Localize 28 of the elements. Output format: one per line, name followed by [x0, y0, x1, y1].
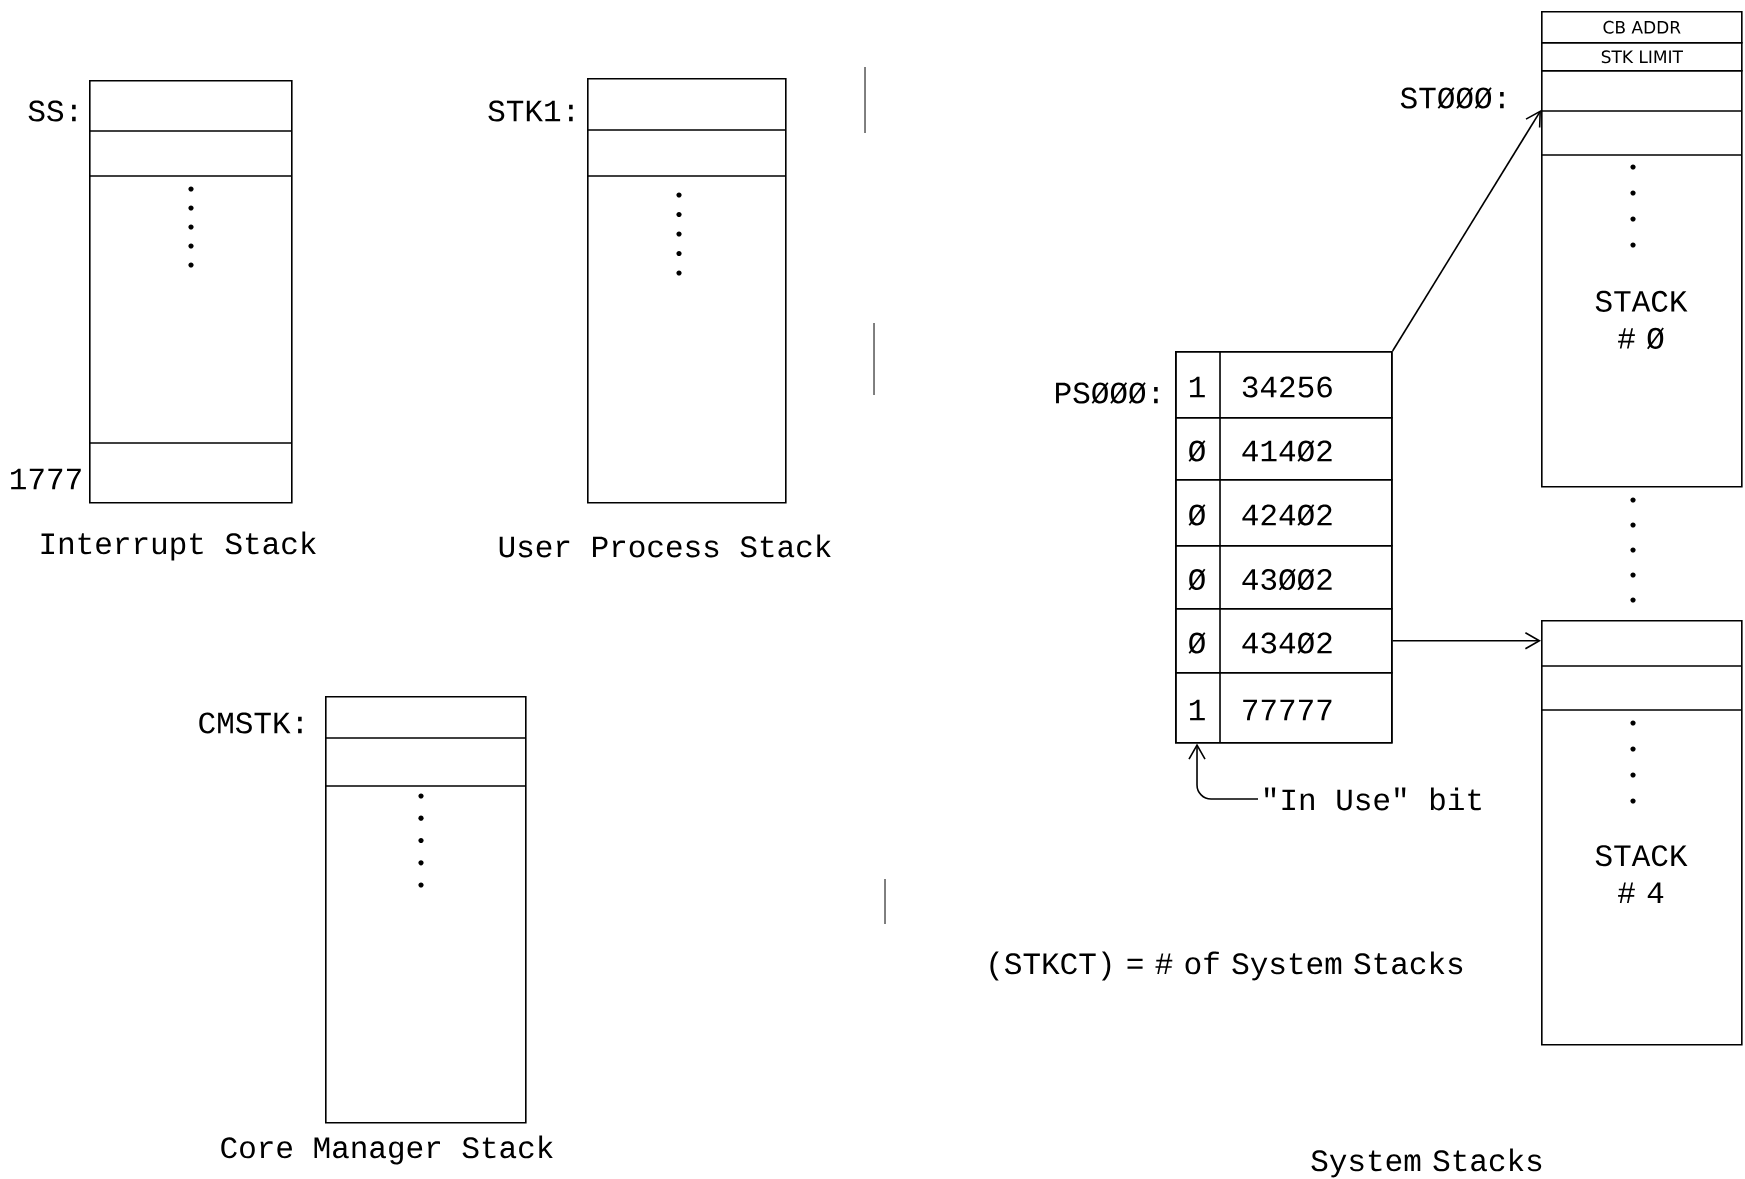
table-row: 1 34256: [1175, 350, 1393, 419]
stack-label: CMSTK:: [199, 712, 302, 734]
stack-box: [88, 80, 293, 504]
stack-box: [586, 78, 787, 504]
node-label: PSØØØ:: [1056, 382, 1158, 404]
table-row: Ø 424Ø2: [1175, 478, 1393, 547]
stack-box: [324, 696, 527, 1124]
stack-box: STACK # 4: [1540, 620, 1743, 1046]
stack-label: 1777: [11, 468, 81, 490]
stack-box: STACK # Ø: [1540, 70, 1743, 488]
stack-label: Interrupt Stack: [41, 531, 316, 561]
table-row: Ø 414Ø2: [1175, 416, 1393, 481]
stack-label: STØØØ:: [1400, 87, 1504, 109]
note-text: "In Use" bit: [1265, 787, 1481, 811]
header-box: STK LIMIT: [1541, 42, 1743, 72]
table-row: Ø 434Ø2: [1175, 607, 1393, 674]
note-text: System Stacks: [1311, 1148, 1542, 1178]
arrow: [1391, 632, 1542, 650]
arrow: [1188, 743, 1259, 800]
header-box: CB ADDR: [1541, 11, 1743, 44]
stack-label: SS:: [28, 100, 76, 122]
note-text: (STKCT) = # of System Stacks: [990, 951, 1463, 981]
table-row: 1 77777: [1175, 671, 1393, 744]
arrow: [1391, 110, 1541, 352]
stack-label: User Process Stack: [499, 534, 831, 558]
table-row: Ø 43ØØ2: [1175, 544, 1393, 610]
stack-label: STK1:: [488, 100, 573, 122]
stack-label: Core Manager Stack: [221, 1135, 553, 1165]
